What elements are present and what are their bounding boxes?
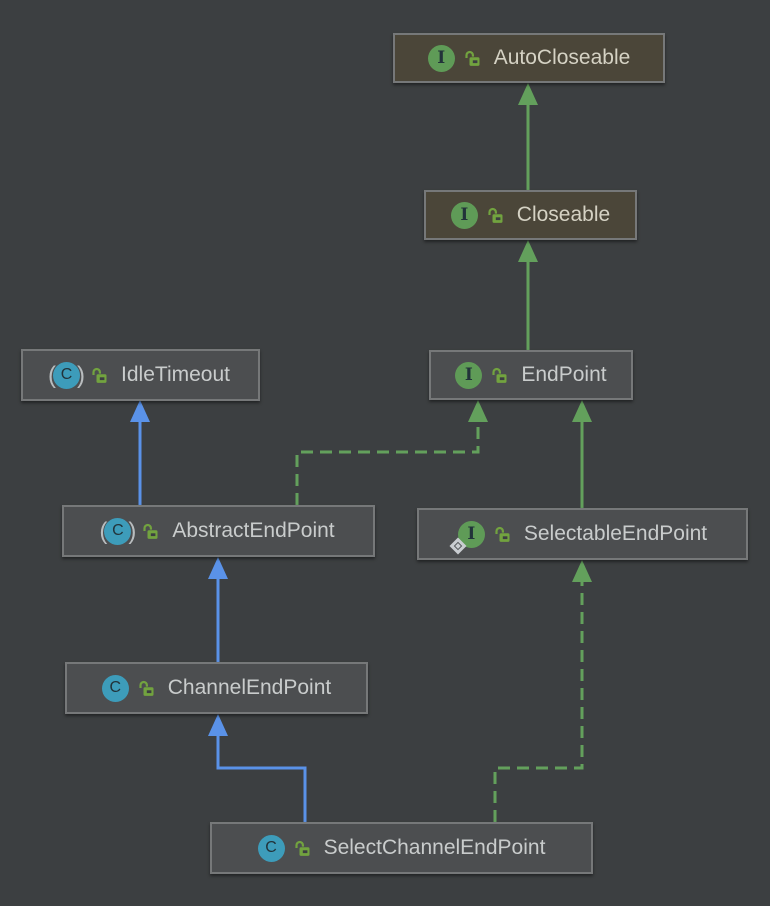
class-node-abstractendpoint[interactable]: ( C ) AbstractEndPoint: [62, 505, 375, 557]
class-icon: C: [101, 674, 129, 702]
edge-closeable-extends-autocloseable[interactable]: [518, 83, 538, 190]
class-node-endpoint[interactable]: I EndPoint: [429, 350, 633, 400]
class-node-channelendpoint[interactable]: C ChannelEndPoint: [65, 662, 368, 714]
class-name-label: Closeable: [516, 203, 611, 226]
unlocked-lock-icon: [90, 366, 109, 385]
abstract-class-icon: (: [99, 517, 108, 545]
interface-icon: I: [455, 361, 483, 389]
class-node-selectableendpoint[interactable]: I SelectableEndPoint: [417, 508, 748, 560]
class-node-selectchannelendpoint[interactable]: C SelectChannelEndPoint: [210, 822, 593, 874]
class-node-closeable[interactable]: I Closeable: [424, 190, 637, 240]
abstract-class-icon: ): [77, 361, 86, 389]
edge-abstractendpoint-implements-endpoint[interactable]: [295, 400, 488, 505]
class-name-label: IdleTimeout: [121, 363, 230, 386]
unlocked-lock-icon: [137, 679, 156, 698]
class-name-label: ChannelEndPoint: [167, 676, 332, 699]
edge-selectchannelendpoint-extends-channelendpoint[interactable]: [208, 714, 307, 822]
unlocked-lock-icon: [490, 366, 509, 385]
interface-icon: I: [450, 201, 478, 229]
class-name-label: SelectChannelEndPoint: [323, 836, 546, 859]
static-badge-icon: [449, 537, 467, 554]
class-icon: C: [257, 834, 285, 862]
abstract-class-icon: C: [104, 517, 132, 545]
abstract-class-icon: C: [53, 361, 81, 389]
edge-endpoint-extends-closeable[interactable]: [518, 240, 538, 350]
interface-icon: I: [427, 44, 455, 72]
edge-channelendpoint-extends-abstractendpoint[interactable]: [208, 557, 228, 662]
unlocked-lock-icon: [493, 525, 512, 544]
class-node-autocloseable[interactable]: I AutoCloseable: [393, 33, 665, 83]
abstract-class-icon: ): [128, 517, 137, 545]
interface-icon: I: [449, 520, 485, 554]
edge-abstractendpoint-extends-idletimeout[interactable]: [130, 400, 150, 505]
class-name-label: AutoCloseable: [493, 46, 631, 69]
unlocked-lock-icon: [141, 522, 160, 541]
class-name-label: EndPoint: [521, 363, 607, 386]
edge-selectableendpoint-extends-endpoint[interactable]: [572, 400, 592, 508]
class-name-label: AbstractEndPoint: [172, 519, 335, 542]
unlocked-lock-icon: [293, 839, 312, 858]
unlocked-lock-icon: [463, 49, 482, 68]
unlocked-lock-icon: [486, 206, 505, 225]
abstract-class-icon: (: [48, 361, 57, 389]
class-name-label: SelectableEndPoint: [523, 522, 708, 545]
class-node-idletimeout[interactable]: ( C ) IdleTimeout: [21, 349, 260, 401]
edge-selectchannelendpoint-implements-selectableendpoint[interactable]: [493, 560, 592, 822]
